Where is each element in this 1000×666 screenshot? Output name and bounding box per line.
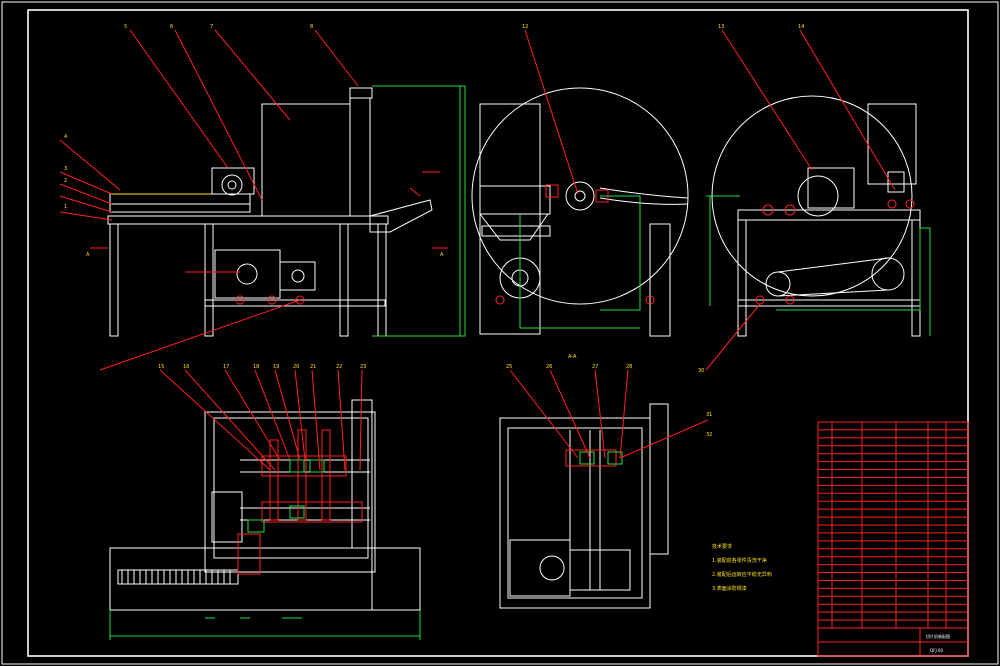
section-mark-a-left: A — [86, 252, 90, 258]
balloon-29: 30 — [698, 368, 704, 374]
svg-text:17: 17 — [223, 364, 229, 370]
svg-text:20: 20 — [293, 364, 299, 370]
svg-text:19: 19 — [273, 364, 279, 370]
svg-text:31: 31 — [706, 412, 712, 418]
balloon-6: 6 — [170, 24, 173, 30]
svg-text:1.装配前各零件清洗干净: 1.装配前各零件清洗干净 — [712, 557, 767, 564]
balloon-1: 1 — [64, 204, 67, 210]
svg-text:2.装配后运转应平稳无异响: 2.装配后运转应平稳无异响 — [712, 571, 772, 578]
svg-text:22: 22 — [336, 364, 342, 370]
svg-text:25: 25 — [506, 364, 512, 370]
title-block-drawing-no: QFJ-00 — [930, 648, 943, 653]
svg-text:28: 28 — [626, 364, 632, 370]
balloon-13: 13 — [718, 24, 724, 30]
section-mark-a-right: A — [440, 252, 444, 258]
svg-text:技术要求: 技术要求 — [712, 543, 732, 550]
balloon-7: 7 — [210, 24, 213, 30]
svg-text:32: 32 — [706, 432, 712, 438]
inner-frame — [27, 9, 969, 657]
parts-list — [817, 421, 969, 629]
svg-text:15: 15 — [158, 364, 164, 370]
title-block-name: 切片机装配图 — [926, 633, 950, 639]
balloon-14: 14 — [798, 24, 804, 30]
balloon-5: 5 — [124, 24, 127, 30]
top-view — [109, 369, 421, 640]
section-view — [499, 369, 709, 609]
front-view — [107, 85, 466, 337]
svg-text:23: 23 — [360, 364, 366, 370]
balloon-4: 4 — [64, 134, 67, 140]
balloon-12: 12 — [522, 24, 528, 30]
svg-text:3.表面涂防锈漆: 3.表面涂防锈漆 — [712, 585, 747, 592]
balloon-2: 2 — [64, 178, 67, 184]
svg-text:21: 21 — [310, 364, 316, 370]
svg-text:18: 18 — [253, 364, 259, 370]
technical-notes: 技术要求 1.装配前各零件清洗干净 2.装配后运转应平稳无异响 3.表面涂防锈漆 — [712, 543, 772, 592]
front-view-leaders — [59, 29, 448, 371]
top-view-balloons: 15 16 17 18 19 20 21 22 23 — [158, 364, 366, 370]
svg-text:26: 26 — [546, 364, 552, 370]
balloon-8: 8 — [310, 24, 313, 30]
svg-text:27: 27 — [592, 364, 598, 370]
section-title: A-A — [568, 354, 577, 360]
balloon-3: 3 — [64, 166, 67, 172]
section-balloons: 25 26 27 28 31 32 — [506, 364, 712, 438]
title-block: 切片机装配图 QFJ-00 — [817, 627, 969, 657]
svg-text:16: 16 — [183, 364, 189, 370]
rear-view — [705, 29, 931, 371]
side-view — [471, 29, 689, 337]
